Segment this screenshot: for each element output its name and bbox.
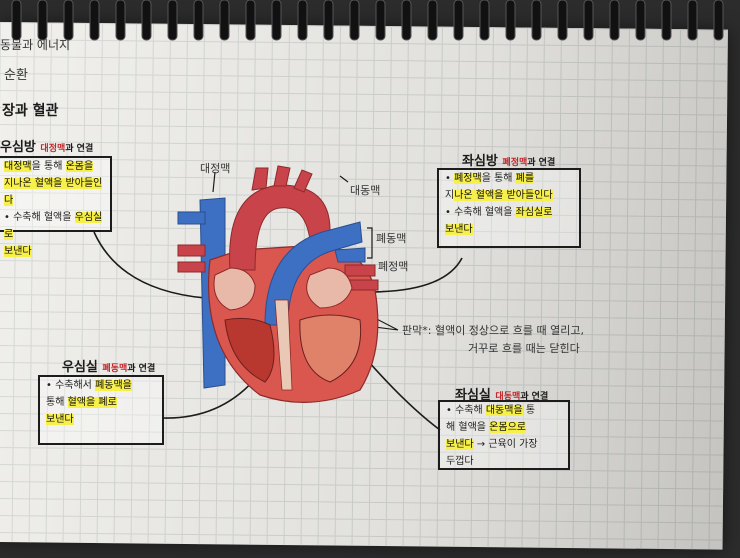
spiral-ring bbox=[661, 0, 672, 41]
spiral-ring bbox=[713, 0, 724, 41]
left-atrium-title: 좌심방 폐정맥과 연결 bbox=[462, 154, 556, 169]
right-atrium-box: 대정맥을 통해 온몸을 지나온 혈액을 받아들인다 • 수축해 혈액을 우심실로… bbox=[0, 156, 112, 257]
right-atrium-title: 우심방 대정맥과 연결 bbox=[0, 140, 94, 155]
valve-note-line2: 거꾸로 흐를 때는 닫힌다 bbox=[468, 342, 580, 355]
right-ventricle-box: • 수축해서 폐동맥을 통해 혈액을 폐로 보낸다 bbox=[38, 375, 164, 445]
spiral-ring bbox=[245, 0, 256, 41]
spiral-ring bbox=[609, 0, 620, 41]
spiral-ring bbox=[349, 0, 360, 41]
spiral-ring bbox=[167, 0, 178, 41]
chapter-subtitle: 순환 bbox=[4, 68, 28, 83]
spiral-ring bbox=[193, 0, 204, 41]
spiral-ring bbox=[37, 0, 48, 41]
spiral-ring bbox=[323, 0, 334, 41]
spiral-ring bbox=[115, 0, 126, 41]
left-ventricle-title: 좌심실 대동맥과 연결 bbox=[455, 388, 549, 403]
spiral-ring bbox=[531, 0, 542, 41]
spiral-ring bbox=[453, 0, 464, 41]
spiral-ring bbox=[687, 0, 698, 41]
spiral-ring bbox=[219, 0, 230, 41]
valve-note: 판막*: 혈액이 정상으로 흐를 때 열리고, bbox=[402, 324, 584, 337]
section-heading: 장과 혈관 bbox=[2, 103, 59, 119]
chapter-title: 동물과 에너지 bbox=[0, 38, 71, 52]
left-ventricle-box: • 수축해 대동맥을 통 해 혈액을 온몸으로 보낸다 → 근육이 가장 두껍다 bbox=[438, 400, 570, 470]
vena-cava-label: 대정맥 bbox=[200, 162, 231, 175]
left-atrium-box: • 폐정맥을 통해 폐를 지나온 혈액을 받아들인다 • 수축해 혈액을 좌심실… bbox=[437, 168, 581, 248]
spiral-ring bbox=[375, 0, 386, 41]
spiral-ring bbox=[89, 0, 100, 41]
spiral-ring bbox=[557, 0, 568, 41]
spiral-ring bbox=[271, 0, 282, 41]
spiral-ring bbox=[427, 0, 438, 41]
spiral-ring bbox=[401, 0, 412, 41]
spiral-ring bbox=[635, 0, 646, 41]
spiral-ring bbox=[141, 0, 152, 41]
heart-illustration bbox=[177, 165, 379, 403]
pulmonary-vein-label: 폐정맥 bbox=[378, 260, 409, 273]
aorta-label: 대동맥 bbox=[350, 184, 381, 197]
spiral-ring bbox=[11, 0, 22, 41]
spiral-ring bbox=[583, 0, 594, 41]
spiral-ring bbox=[297, 0, 308, 41]
spiral-ring bbox=[63, 0, 74, 41]
spiral-ring bbox=[505, 0, 516, 41]
pulmonary-artery-label: 폐동맥 bbox=[376, 232, 407, 245]
spiral-ring bbox=[479, 0, 490, 41]
right-ventricle-title: 우심실 폐동맥과 연결 bbox=[62, 360, 156, 375]
spiral-binding bbox=[11, 0, 724, 41]
